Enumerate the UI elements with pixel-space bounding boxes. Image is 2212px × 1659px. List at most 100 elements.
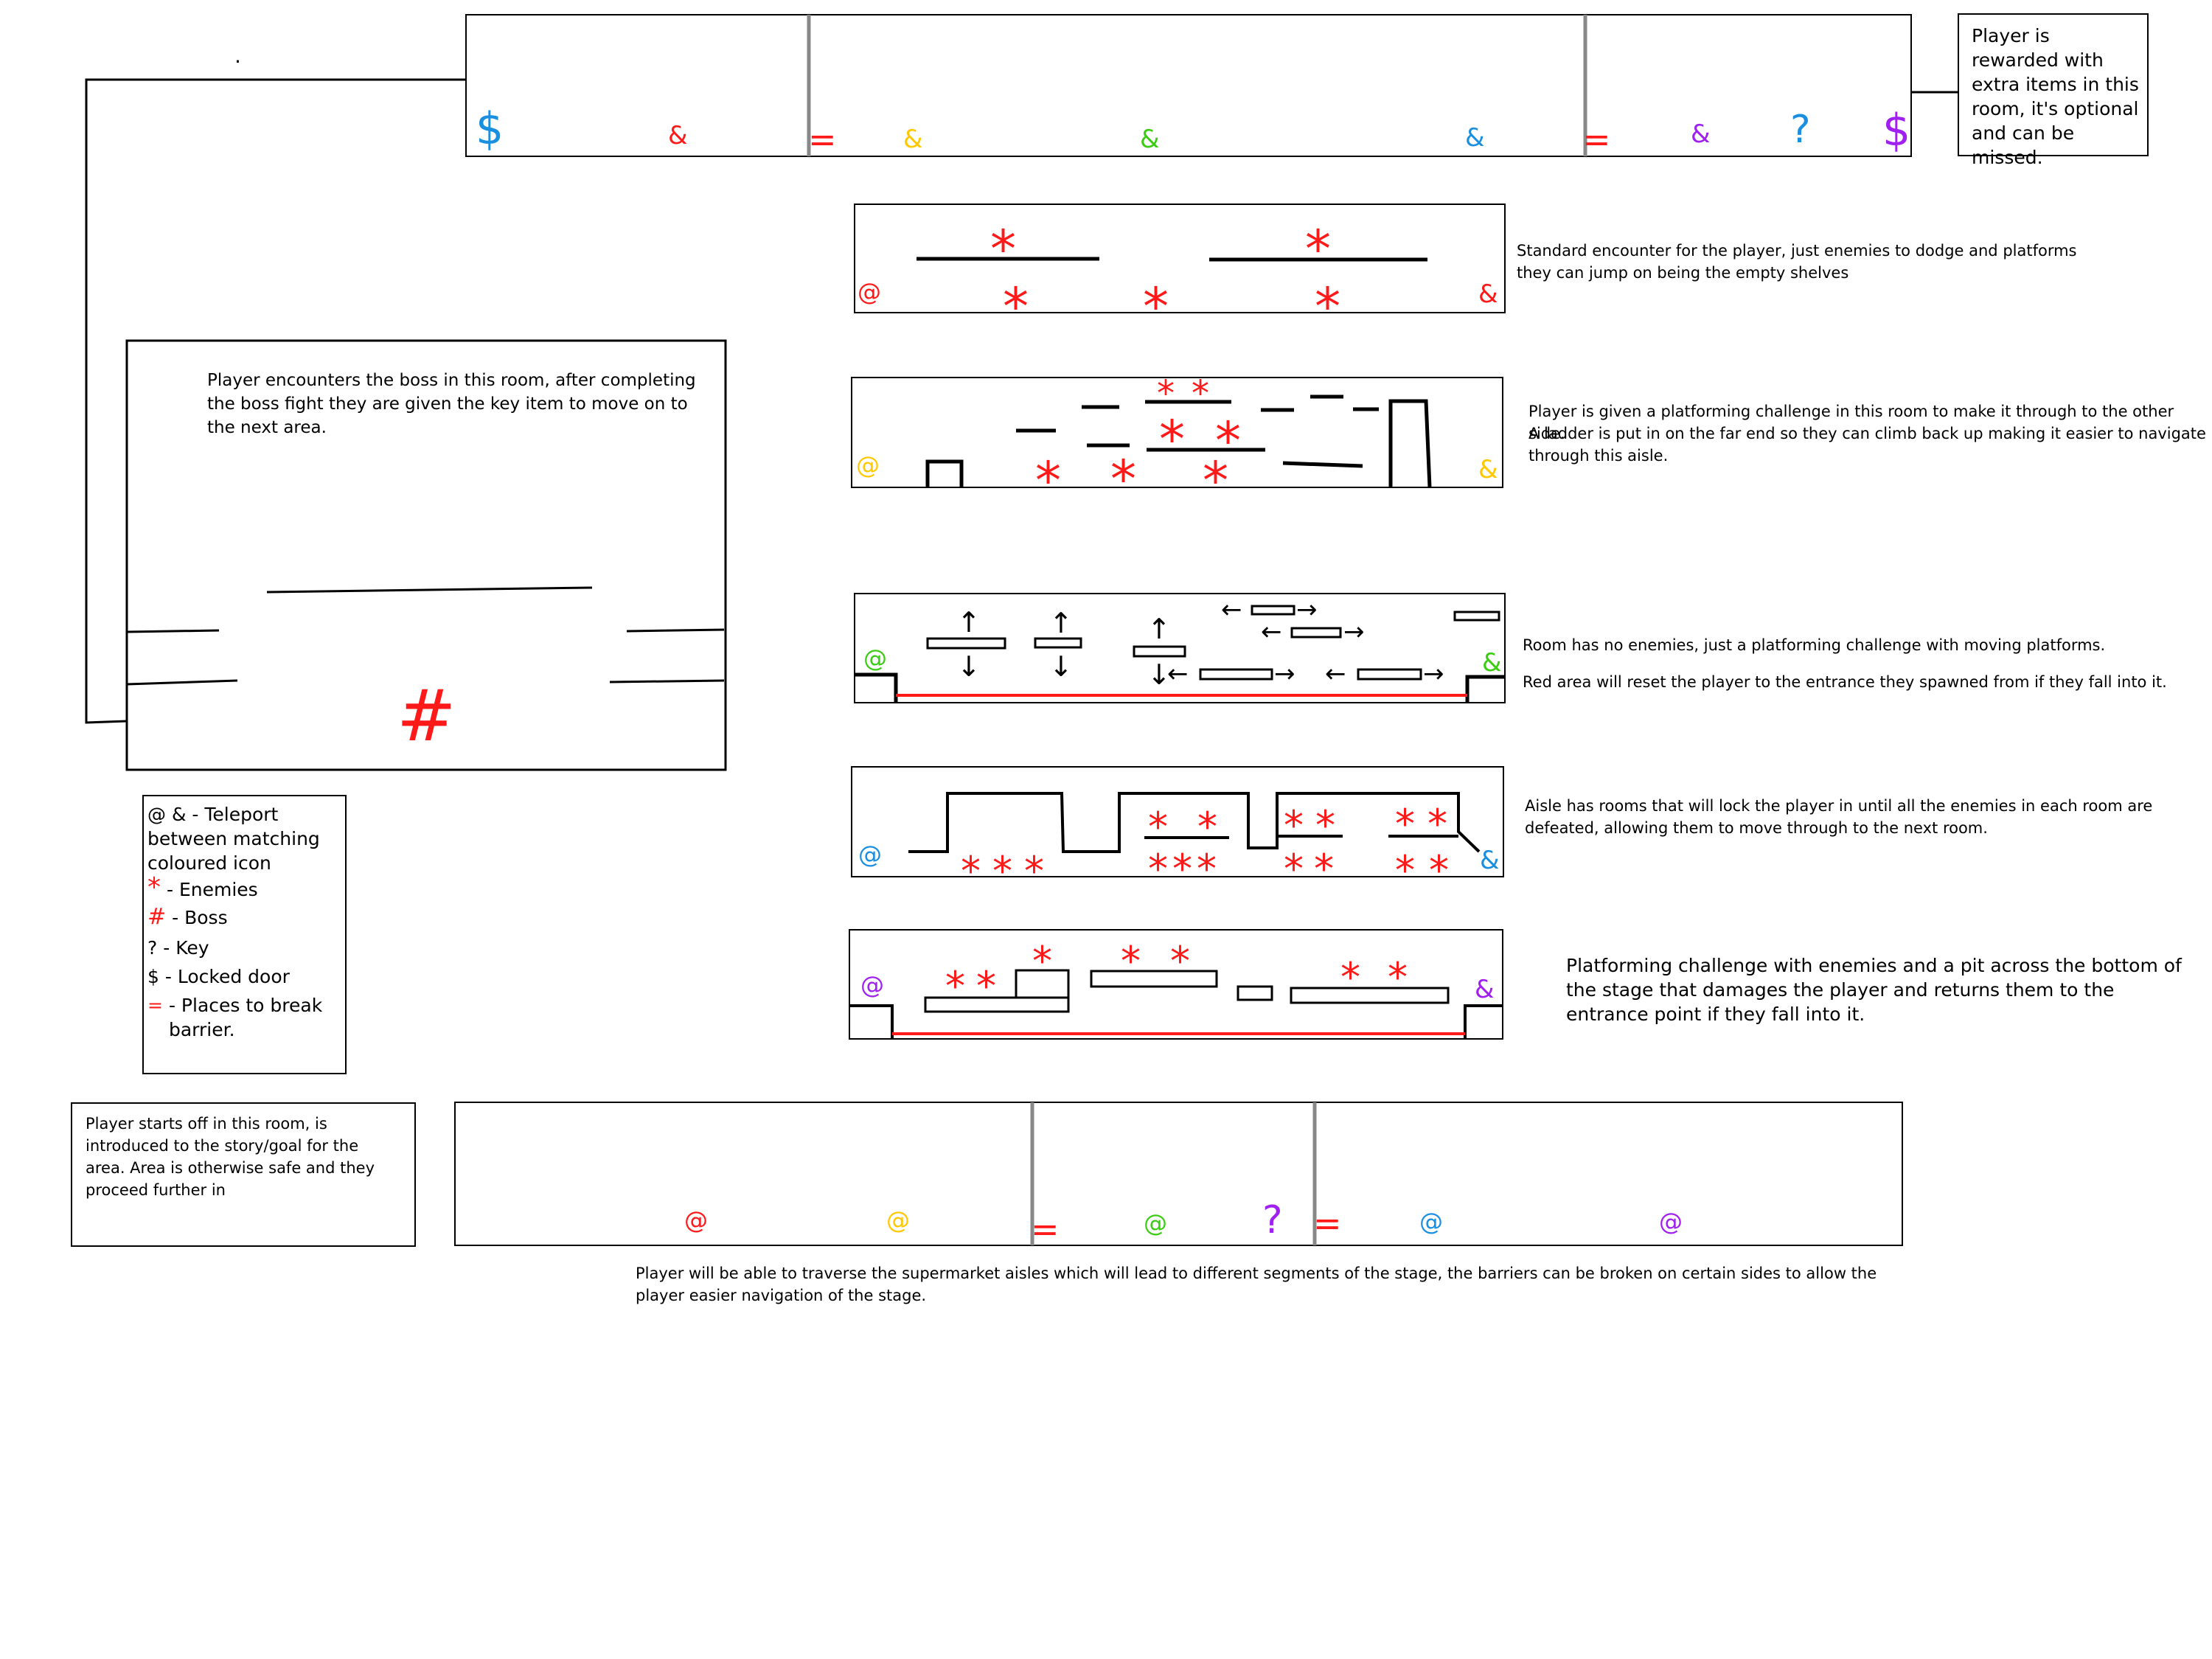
block-platform	[925, 459, 964, 487]
enemy-icon: *	[1121, 938, 1141, 984]
platform	[1090, 970, 1218, 988]
arrow-up-icon: ↑	[957, 606, 981, 639]
enemy-icon: *	[976, 963, 996, 1009]
legend-door: $ - Locked door	[147, 964, 343, 989]
exit-ledge	[1464, 1004, 1503, 1039]
entrance-ledge	[855, 672, 898, 703]
enemy-icon: *	[1395, 801, 1415, 847]
legend-boss: # - Boss	[147, 905, 343, 930]
legend-boss-label: - Boss	[172, 907, 228, 928]
platform	[924, 996, 1070, 1013]
barrier-icon: =	[808, 119, 837, 159]
enemy-icon: *	[1395, 847, 1415, 894]
legend-key-symbol: ?	[147, 937, 158, 959]
teleport-at-icon: @	[858, 278, 881, 306]
teleport-amp-icon: &	[1482, 648, 1502, 678]
aisle-pit-challenge: * * * * * * * @ &	[849, 929, 1503, 1040]
moving-platform	[1133, 645, 1186, 658]
enemy-icon: *	[1427, 801, 1447, 847]
start-room-note-box: Player starts off in this room, is intro…	[71, 1102, 416, 1247]
legend-content: @ & - Teleport between matching coloured…	[147, 802, 343, 1042]
connector-line	[85, 78, 1958, 724]
aisle-standard-encounter: * * * * * @ &	[854, 204, 1506, 337]
platforming-ladder-note-2: A ladder is put in on the far end so the…	[1528, 425, 2206, 465]
teleport-amp-icon: &	[1475, 975, 1495, 1004]
teleport-at-icon: @	[1144, 1209, 1167, 1237]
enemy-icon: *	[1148, 846, 1168, 892]
entrance-ledge	[849, 1004, 894, 1039]
arrow-left-icon: ←	[1261, 617, 1282, 647]
platform	[266, 586, 593, 594]
aisle-lock-rooms: * * * * * * * * * * * * * * * * @ &	[851, 766, 1504, 894]
enemy-icon: *	[1157, 373, 1175, 414]
barrier-icon: =	[1031, 1209, 1060, 1249]
barrier-icon: =	[1313, 1203, 1342, 1243]
boss-room-note: Player encounters the boss in this room,…	[207, 371, 696, 437]
boss-icon: #	[397, 675, 456, 757]
teleport-at-icon: @	[684, 1206, 708, 1234]
teleport-amp-icon: &	[1140, 125, 1160, 154]
enemy-icon: *	[1429, 847, 1449, 894]
lock-rooms-note: Aisle has rooms that will lock the playe…	[1525, 797, 2153, 837]
legend-enemies: * - Enemies	[147, 872, 343, 902]
teleport-amp-icon: &	[1465, 123, 1485, 153]
enemy-icon: *	[1024, 848, 1044, 894]
teleport-amp-icon: &	[1691, 119, 1711, 149]
moving-platform	[926, 637, 1006, 650]
legend-door-symbol: $	[147, 966, 159, 987]
enemy-icon: *	[1143, 276, 1169, 337]
enemy-icon: *	[1305, 219, 1331, 279]
enemy-icon: *	[945, 963, 965, 1009]
room-outline	[908, 792, 1481, 853]
enemy-icon: *	[1388, 954, 1408, 1001]
enemy-icon: *	[1197, 846, 1217, 892]
legend-enemy-symbol: *	[147, 872, 161, 902]
legend-teleport-label: - Teleport between matching coloured ico…	[147, 804, 320, 874]
moving-platform	[1290, 627, 1342, 639]
platform	[126, 629, 220, 633]
moving-platforms-note-1: Room has no enemies, just a platforming …	[1523, 636, 2106, 654]
legend-door-label: - Locked door	[164, 966, 290, 987]
legend-enemies-label: - Enemies	[167, 879, 258, 900]
bottom-start-aisle: @ @ = @ ? = @ @	[454, 1102, 1903, 1249]
teleport-amp-icon: &	[1478, 279, 1498, 309]
aisle-platforming-ladder: * * * * * * * @ &	[851, 373, 1503, 511]
enemy-icon: *	[1315, 276, 1340, 337]
aisles-note: Player will be able to traverse the supe…	[636, 1265, 1877, 1304]
enemy-icon: *	[1035, 451, 1061, 511]
key-icon: ?	[1790, 108, 1811, 152]
legend-key-label: - Key	[163, 937, 209, 959]
legend-boss-symbol: #	[147, 904, 167, 930]
enemy-icon: *	[1110, 449, 1136, 509]
enemy-icon: *	[1170, 938, 1190, 984]
enemy-icon: *	[990, 219, 1016, 279]
barrier-icon: =	[1582, 119, 1611, 159]
legend-teleport-symbols: @ &	[147, 804, 187, 825]
arrow-left-icon: ←	[1221, 595, 1242, 625]
legend-key: ? - Key	[147, 936, 343, 960]
enemy-icon: *	[1192, 373, 1209, 414]
moving-platform	[1034, 637, 1082, 649]
teleport-at-icon: @	[886, 1206, 910, 1234]
legend-teleport: @ & - Teleport between matching coloured…	[147, 802, 343, 875]
arrow-down-icon: ↓	[1147, 658, 1171, 691]
platform	[626, 628, 725, 633]
teleport-amp-icon: &	[1480, 846, 1500, 875]
legend-box: @ & - Teleport between matching coloured…	[142, 795, 347, 1074]
legend-barrier-symbol: =	[147, 995, 163, 1016]
teleport-at-icon: @	[863, 644, 887, 672]
moving-platform	[1453, 611, 1500, 622]
enemy-icon: *	[1197, 804, 1217, 850]
ladder	[1388, 399, 1432, 488]
locked-door-icon: $	[1882, 105, 1910, 156]
moving-platform	[1199, 668, 1273, 681]
enemy-icon: *	[1314, 846, 1334, 892]
top-reward-aisle: $ & = & & & = & ? $	[465, 14, 1912, 159]
stray-dot: .	[234, 44, 241, 68]
moving-platform	[1357, 668, 1422, 681]
enemy-icon: *	[992, 848, 1012, 894]
teleport-at-icon: @	[1659, 1208, 1683, 1236]
exit-ledge	[1465, 675, 1505, 703]
moving-platforms-note-2: Red area will reset the player to the en…	[1523, 673, 2167, 691]
teleport-at-icon: @	[1419, 1208, 1443, 1236]
